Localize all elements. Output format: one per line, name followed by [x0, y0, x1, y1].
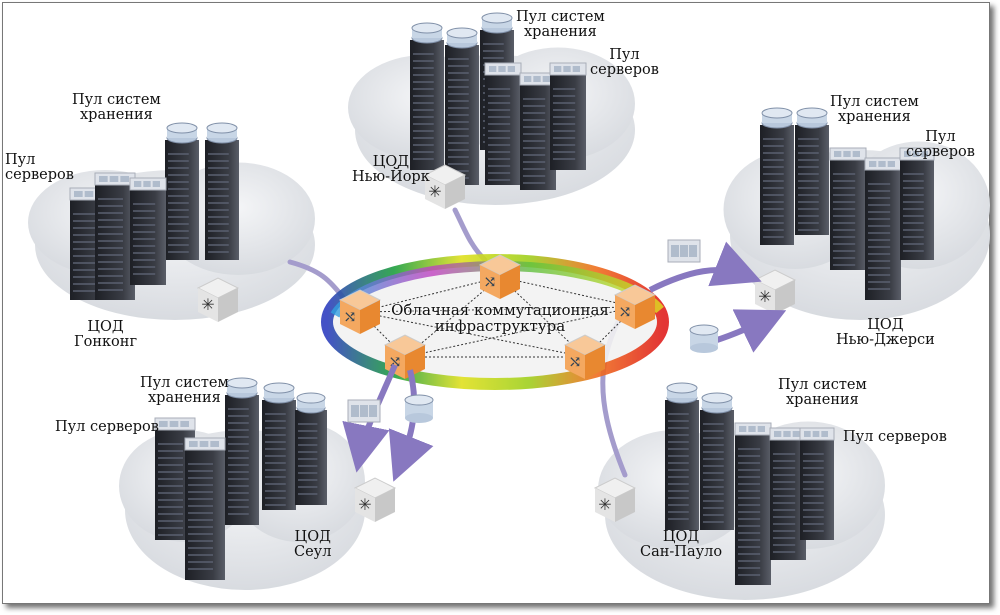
sao-paulo-storage-label: Пул систем хранения [778, 377, 867, 408]
sao-paulo-dc-label: ЦОД Сан-Пауло [640, 529, 723, 560]
new-jersey-server-racks [760, 107, 935, 300]
cloud-switch-icon: ⤭ [568, 352, 581, 371]
new-york-server-racks [410, 12, 587, 190]
seoul-dc-label: ЦОД Сеул [294, 529, 332, 560]
cloud-switch-icon: ⤭ [483, 272, 496, 291]
new-jersey-servers-label: Пул серверов [906, 129, 975, 160]
hong-kong-storage-label: Пул систем хранения [72, 92, 161, 123]
core-switch-1: ⤭ [478, 254, 522, 299]
hong-kong-servers-label: Пул серверов [5, 152, 74, 183]
core-switch-3: ⤭ [613, 284, 657, 329]
seoul-edge-switch: ✳ [353, 477, 397, 522]
seoul-server-racks [154, 377, 327, 580]
hong-kong-server-racks [69, 122, 239, 300]
seoul-servers-label: Пул серверов [55, 419, 159, 435]
sao-paulo-server-racks [665, 382, 835, 585]
core-switch-5: ⤭ [563, 334, 607, 379]
hong-kong-dc-label: ЦОД Гонконг [74, 319, 138, 350]
migrating-storage-block [689, 324, 719, 353]
hong-kong-edge-switch: ✳ [196, 277, 240, 322]
migrating-storage-block [404, 394, 434, 423]
core-switch-2: ⤭ [338, 289, 382, 334]
star-switch-icon: ✳ [428, 182, 441, 201]
migrating-server-block [347, 399, 381, 423]
new-york-dc-label: ЦОД Нью-Йорк [352, 154, 430, 185]
new-york-edge-switch: ✳ [423, 164, 467, 209]
seoul-storage-label: Пул систем хранения [140, 375, 229, 406]
star-switch-icon: ✳ [358, 495, 371, 514]
center-label-line1: Облачная коммутационная [391, 301, 609, 319]
sao-paulo-edge-switch: ✳ [593, 477, 637, 522]
new-jersey-edge-switch: ✳ [753, 269, 797, 314]
new-york-storage-label: Пул систем хранения [516, 9, 605, 40]
cloud-switch-icon: ⤭ [618, 302, 631, 321]
migrating-server-block [667, 239, 701, 263]
new-york-servers-label: Пул серверов [590, 47, 659, 78]
seoul-storage-migration-arrow [388, 369, 434, 482]
new-jersey-server-migration-arrow [648, 241, 762, 293]
center-label: Облачная коммутационная инфраструктура [380, 302, 620, 334]
star-switch-icon: ✳ [758, 287, 771, 306]
cloud-switch-icon: ⤭ [343, 307, 356, 326]
star-switch-icon: ✳ [201, 295, 214, 314]
new-jersey-dc-label: ЦОД Нью-Джерси [836, 317, 935, 348]
new-york-link [452, 207, 488, 263]
sao-paulo-servers-label: Пул серверов [843, 429, 947, 445]
center-label-line2: инфраструктура [434, 317, 566, 335]
star-switch-icon: ✳ [598, 495, 611, 514]
new-jersey-storage-label: Пул систем хранения [830, 94, 919, 125]
